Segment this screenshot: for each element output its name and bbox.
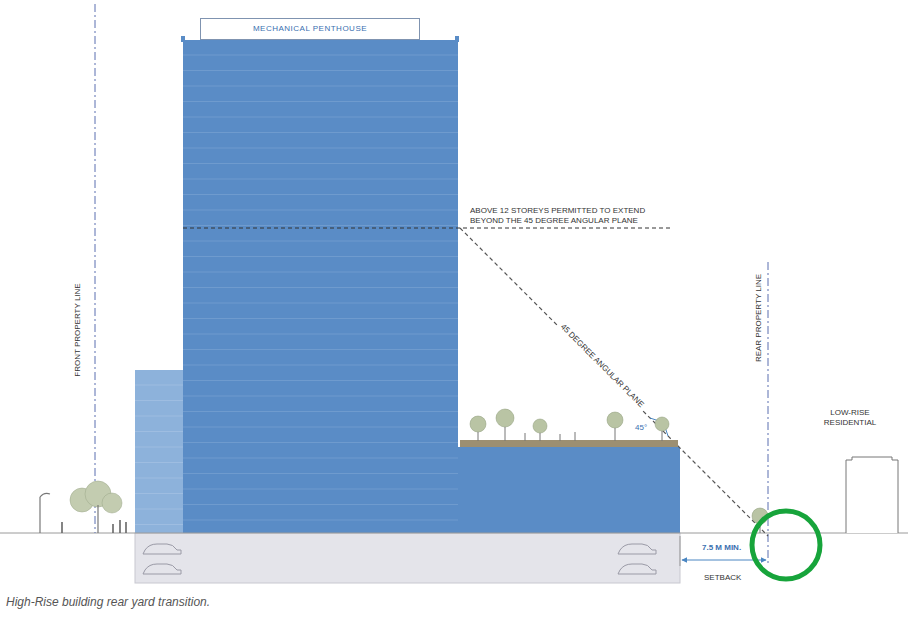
floor-line: [183, 303, 458, 304]
floor-line: [183, 210, 458, 211]
floor-line: [183, 179, 458, 180]
floor-line: [135, 493, 183, 494]
figure-caption: High-Rise building rear yard transition.: [6, 595, 210, 610]
height-note: ABOVE 12 STOREYS PERMITTED TO EXTEND BEY…: [470, 206, 675, 226]
floor-line: [183, 520, 458, 521]
property-line-label: REAR PROPERTY LINE: [754, 274, 764, 362]
highlight-circle: [752, 511, 820, 579]
floor-line: [183, 489, 458, 490]
floor-line: [183, 225, 458, 226]
floor-line: [135, 478, 183, 479]
floor-line: [135, 400, 183, 401]
tower: [183, 40, 458, 533]
penthouse-box: MECHANICAL PENTHOUSE: [200, 18, 420, 40]
residential-building: LOW-RISE RESIDENTIAL: [812, 408, 906, 533]
floor-line: [183, 256, 458, 257]
floor-line: [135, 447, 183, 448]
ground-line: [0, 533, 908, 534]
underground-parking: [135, 533, 680, 583]
angular-plane: [460, 228, 768, 536]
floor-line: [183, 101, 458, 102]
property-line-label: FRONT PROPERTY LINE: [73, 283, 83, 376]
floor-line: [135, 524, 183, 525]
house-outline: [812, 408, 906, 533]
dimension-label: SETBACK: [704, 573, 741, 583]
property-line: [95, 4, 96, 533]
building-label: LOW-RISE RESIDENTIAL: [812, 408, 906, 427]
floor-line: [183, 380, 458, 381]
floor-line: [135, 462, 183, 463]
angular-plane-label: 45 DEGREE ANGULAR PLANE: [557, 321, 647, 411]
floor-line: [135, 385, 183, 386]
dimension-label: 7.5 M MIN.: [700, 543, 743, 553]
rooftop-landscape: [460, 409, 678, 447]
floor-line: [183, 365, 458, 366]
floor-line: [183, 86, 458, 87]
floor-line: [183, 318, 458, 319]
angle-arc: [650, 418, 668, 436]
cars: [143, 544, 656, 574]
property-line: [768, 262, 769, 565]
floor-line: [183, 411, 458, 412]
floor-line: [183, 504, 458, 505]
floor-line: [183, 55, 458, 56]
floor-line: [183, 148, 458, 149]
floor-line: [183, 163, 458, 164]
streetscape: [40, 481, 126, 533]
floor-line: [183, 334, 458, 335]
podium: [135, 370, 185, 533]
floor-line: [183, 349, 458, 350]
box-label: MECHANICAL PENTHOUSE: [247, 24, 373, 34]
height-line: [183, 228, 672, 229]
floor-line: [135, 431, 183, 432]
floor-line: [183, 396, 458, 397]
floor-line: [183, 117, 458, 118]
floor-line: [183, 272, 458, 273]
floor-line: [183, 132, 458, 133]
floor-line: [183, 287, 458, 288]
floor-line: [183, 241, 458, 242]
floor-line: [183, 442, 458, 443]
floor-line: [183, 70, 458, 71]
floor-line: [183, 473, 458, 474]
floor-line: [135, 416, 183, 417]
floor-line: [135, 509, 183, 510]
floor-line: [183, 458, 458, 459]
angle-label: 45°: [635, 423, 647, 433]
floor-line: [183, 194, 458, 195]
floor-line: [183, 427, 458, 428]
rear-podium: [457, 447, 680, 533]
